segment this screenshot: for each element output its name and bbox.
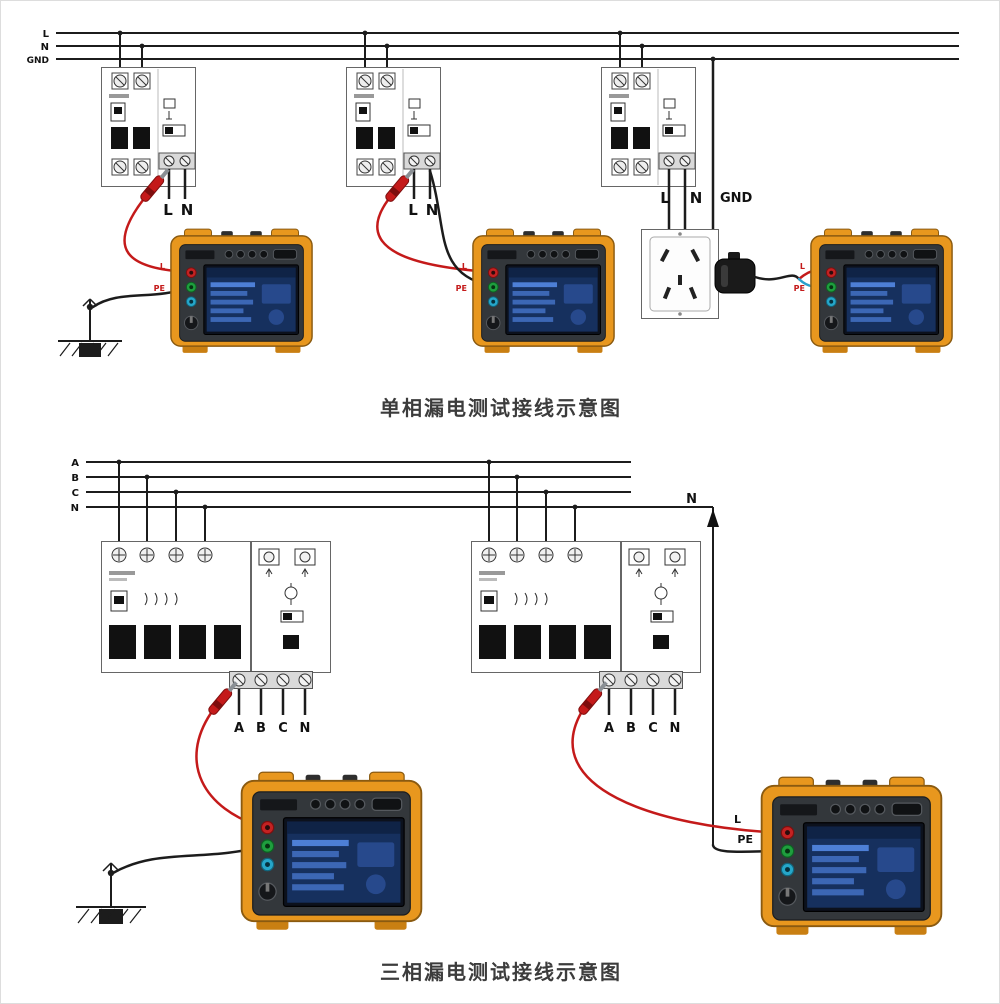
- four-pole-breaker-icon: [471, 541, 621, 673]
- breaker-1: L N: [101, 30, 196, 219]
- output-label-n: N: [300, 721, 311, 736]
- junction-dot: [486, 459, 492, 465]
- rcbo-breaker-icon: [601, 67, 696, 187]
- output-label-l: L: [660, 189, 670, 207]
- power-plug-icon: [714, 252, 756, 294]
- leakage-tester-right-icon: [760, 776, 943, 936]
- junction-dot: [173, 489, 179, 495]
- junction-dot: [617, 30, 623, 36]
- breaker-3: L N GND: [601, 30, 753, 230]
- output-label-c: C: [648, 721, 658, 736]
- leakage-tester-2-icon: [472, 228, 615, 354]
- tester3-terminal-l: L: [800, 262, 805, 271]
- rcbo-breaker-icon: [346, 67, 441, 187]
- test-setup-left: [76, 679, 423, 931]
- output-label-l: L: [408, 201, 418, 219]
- output-label-gnd: GND: [720, 191, 753, 206]
- test-setup-2: L PE: [376, 166, 615, 354]
- neutral-feed-label: N: [686, 492, 697, 507]
- bus-label-a: A: [71, 458, 79, 469]
- leakage-tester-1-icon: [170, 228, 313, 354]
- up-arrow-icon: [707, 509, 719, 527]
- junction-dot: [117, 30, 123, 36]
- output-label-n: N: [670, 721, 681, 736]
- junction-dot: [139, 43, 145, 49]
- leakage-tester-left-icon: [240, 771, 423, 931]
- rcbo-breaker-icon: [101, 67, 196, 187]
- junction-dot: [514, 474, 520, 480]
- output-label-a: A: [604, 721, 614, 736]
- output-label-l: L: [163, 201, 173, 219]
- junction-dot: [543, 489, 549, 495]
- junction-dot: [362, 30, 368, 36]
- output-terminal-strip: [229, 671, 313, 689]
- earth-rod-icon: [58, 298, 122, 357]
- tester1-terminal-l: L: [160, 262, 165, 271]
- output-label-b: B: [256, 721, 266, 736]
- output-label-a: A: [234, 721, 244, 736]
- junction-dot: [116, 459, 122, 465]
- red-test-lead: [123, 198, 191, 274]
- tester1-terminal-pe: PE: [154, 284, 165, 293]
- junction-dot: [202, 504, 208, 510]
- red-test-lead: [376, 198, 493, 274]
- bus-label-n: N: [71, 503, 79, 514]
- output-label-b: B: [626, 721, 636, 736]
- output-terminal-strip: [599, 671, 683, 689]
- power-bus-single-phase: L N GND: [27, 29, 959, 66]
- tester-right-terminal-l: L: [734, 813, 741, 826]
- junction-dot: [639, 43, 645, 49]
- junction-dot: [572, 504, 578, 510]
- tester3-terminal-pe: PE: [794, 284, 805, 293]
- output-label-n: N: [426, 201, 439, 219]
- plug-cable: [753, 274, 801, 281]
- earth-rod-icon: [76, 862, 146, 924]
- breaker-assembly-1: A B C N: [101, 459, 331, 736]
- red-test-lead: [571, 711, 787, 835]
- bus-label-b: B: [71, 473, 79, 484]
- red-probe-icon: [206, 679, 241, 717]
- leakage-tester-3-icon: [810, 228, 953, 354]
- bus-label-gnd: GND: [27, 56, 49, 66]
- junction-dot: [144, 474, 150, 480]
- test-setup-3: L PE: [641, 228, 953, 354]
- bus-label-c: C: [72, 488, 79, 499]
- bus-label-n: N: [41, 42, 49, 53]
- test-setup-1: L PE: [58, 166, 313, 357]
- test-setup-right: L PE: [571, 679, 943, 936]
- output-label-n: N: [181, 201, 194, 219]
- four-pole-breaker-icon: [101, 541, 251, 673]
- three-phase-caption: 三相漏电测试接线示意图: [380, 960, 622, 984]
- junction-dot: [384, 43, 390, 49]
- output-label-n: N: [690, 189, 703, 207]
- output-label-c: C: [278, 721, 288, 736]
- single-phase-caption: 单相漏电测试接线示意图: [380, 396, 622, 420]
- wall-socket-icon: [641, 229, 719, 319]
- bus-label-l: L: [43, 29, 50, 40]
- tester-right-terminal-pe: PE: [737, 833, 753, 846]
- rcd-module-icon: [621, 541, 701, 673]
- tester2-terminal-l: L: [462, 262, 467, 271]
- power-bus-three-phase: A B C N N: [71, 458, 719, 845]
- breaker-assembly-2: A B C N: [471, 459, 701, 736]
- single-phase-diagram: L N GND L N: [27, 29, 959, 420]
- three-phase-diagram: A B C N N A B C N: [71, 458, 943, 984]
- rcd-module-icon: [251, 541, 331, 673]
- red-probe-icon: [576, 679, 611, 717]
- tester2-terminal-pe: PE: [456, 284, 467, 293]
